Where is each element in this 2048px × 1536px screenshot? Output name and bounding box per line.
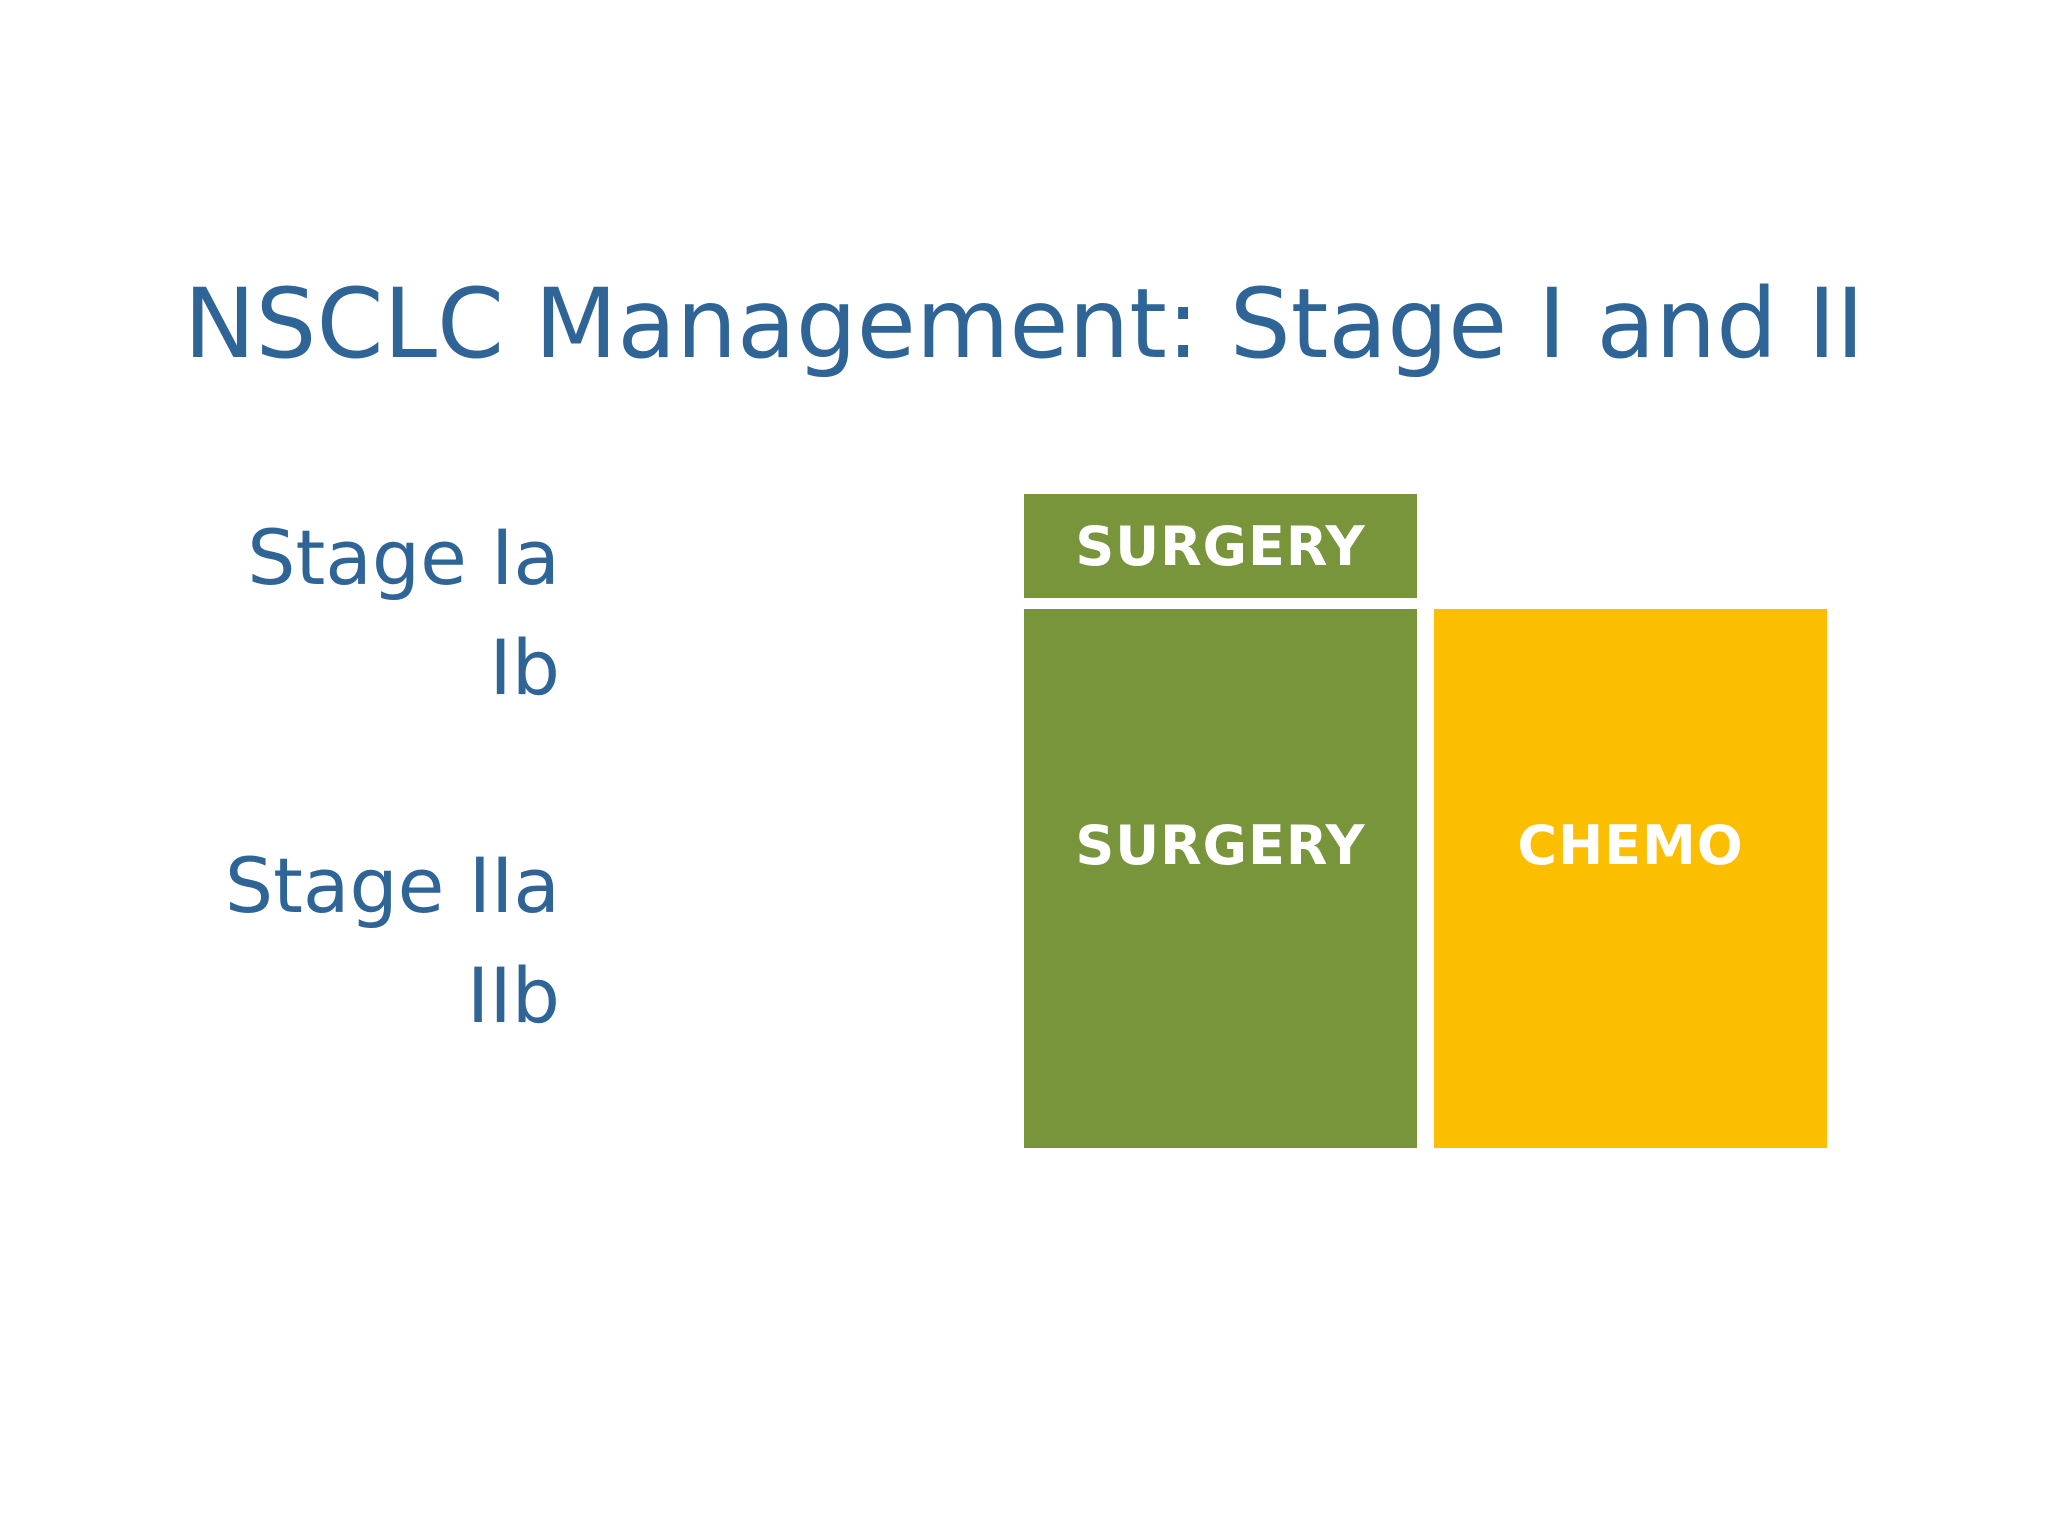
chemo-box: CHEMO xyxy=(1434,609,1827,1148)
surgery-box-stage-ii: SURGERY xyxy=(1024,609,1417,1148)
surgery-label-stage-ii: SURGERY xyxy=(1075,814,1366,877)
slide-title: NSCLC Management: Stage I and II xyxy=(183,268,1865,380)
surgery-label-stage-i: SURGERY xyxy=(1075,514,1366,578)
stage-label-ib: Ib xyxy=(489,623,560,712)
stage-label-iia: Stage IIa xyxy=(224,841,560,930)
stage-label-iib: IIb xyxy=(466,951,560,1040)
stage-label-ia: Stage Ia xyxy=(247,513,560,602)
chemo-label: CHEMO xyxy=(1517,814,1744,877)
surgery-box-stage-i: SURGERY xyxy=(1024,494,1417,598)
